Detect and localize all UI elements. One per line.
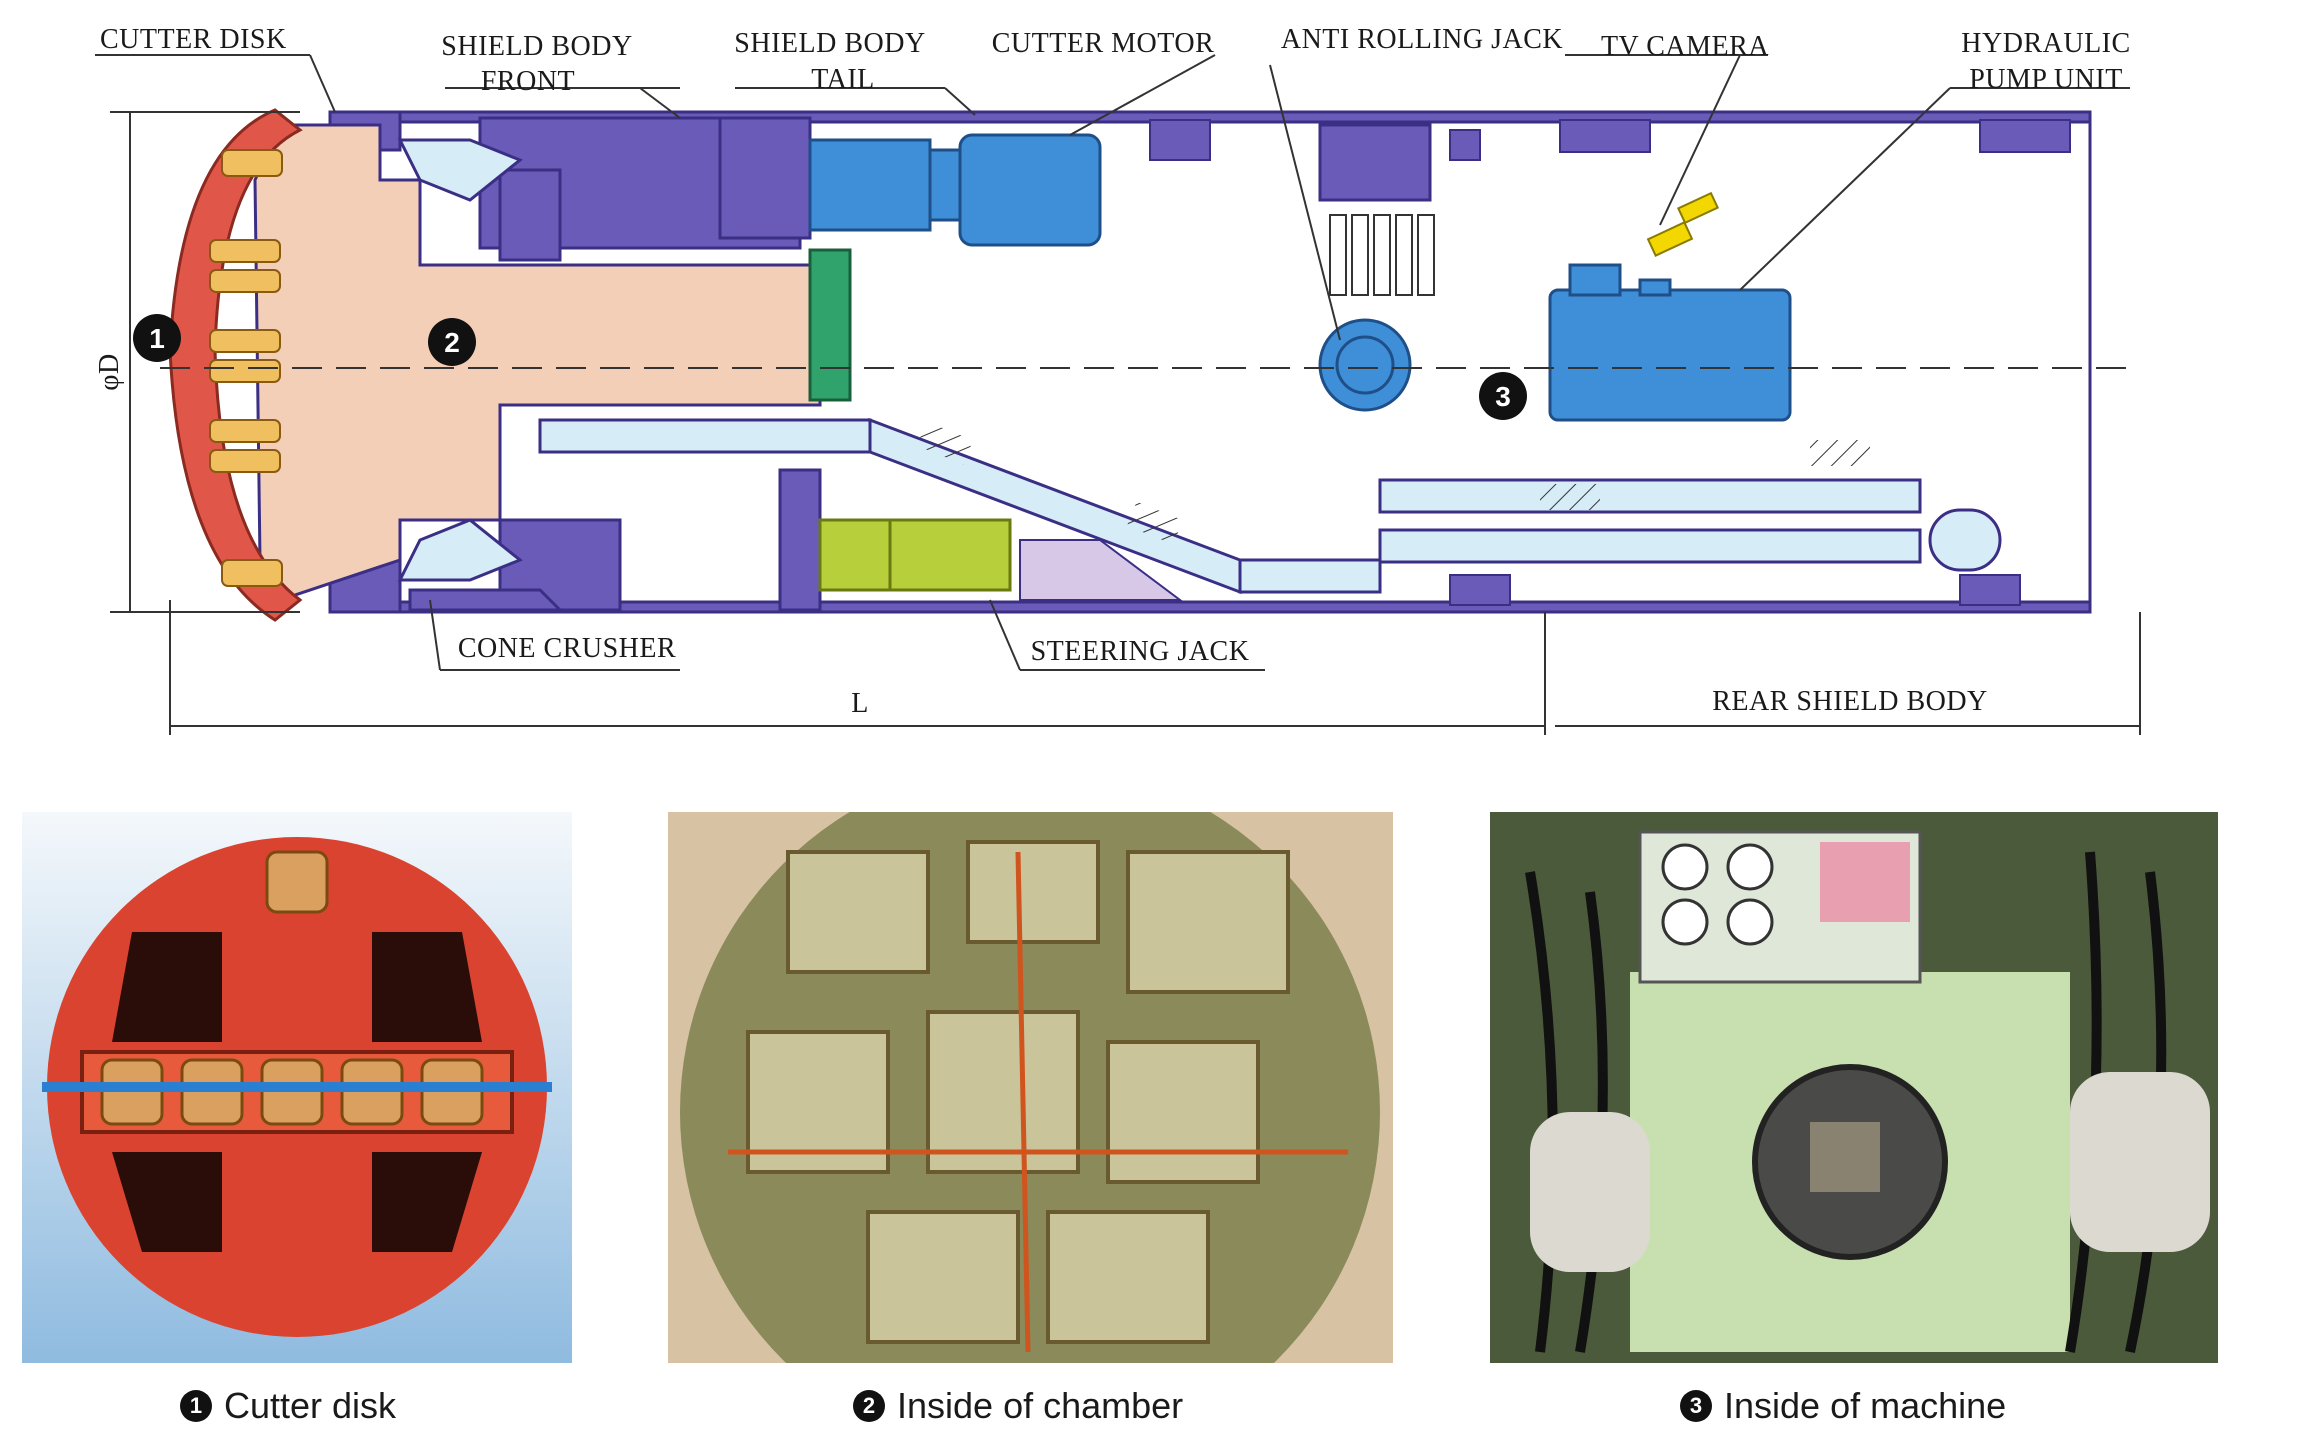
rear-shield-parts (1149, 119, 2071, 606)
hydraulic-pump-unit (1548, 263, 1792, 422)
caption-inside-chamber: 2 Inside of chamber (853, 1384, 1183, 1428)
label-tv-camera: TV CAMERA (1601, 31, 1769, 62)
caption-number-1: 1 (180, 1390, 212, 1422)
label-shield-front-1: SHIELD BODY (441, 31, 632, 62)
label-cutter-motor: CUTTER MOTOR (992, 28, 1215, 59)
label-cutter-disk: CUTTER DISK (100, 24, 287, 55)
discharge-pipes (538, 417, 2002, 595)
label-length: L (851, 688, 869, 719)
marker-1: 1 (133, 314, 181, 362)
tv-camera (1646, 191, 1720, 257)
label-shield-tail-1: SHIELD BODY (734, 28, 925, 59)
caption-text-2: Inside of chamber (897, 1385, 1184, 1426)
label-shield-tail-2: TAIL (811, 64, 875, 95)
caption-inside-machine: 3 Inside of machine (1680, 1384, 2006, 1428)
photo-cutter-disk (22, 812, 572, 1363)
dimension-lines (110, 111, 2141, 735)
cutter-motor (808, 133, 1102, 247)
label-steering-jack: STEERING JACK (1031, 636, 1250, 667)
cone-crusher (397, 138, 564, 612)
tbm-cross-section-diagram: CUTTER DISK SHIELD BODY FRONT SHIELD BOD… (94, 24, 2141, 735)
caption-cutter-disk: 1 Cutter disk (180, 1384, 396, 1428)
leader-lines (95, 54, 2130, 671)
cutter-disk (168, 108, 303, 622)
caption-text-1: Cutter disk (224, 1385, 397, 1426)
label-rear-shield-body: REAR SHIELD BODY (1712, 686, 1988, 717)
marker-3: 3 (1479, 372, 1527, 420)
label-anti-rolling-jack: ANTI ROLLING JACK (1281, 24, 1563, 55)
marker-2: 2 (428, 318, 476, 366)
caption-number-3: 3 (1680, 1390, 1712, 1422)
green-gate (808, 248, 852, 402)
steering-jack (818, 518, 1183, 601)
svg-text:2: 2 (444, 327, 460, 358)
photo-inside-chamber (668, 812, 1393, 1363)
svg-text:1: 1 (149, 323, 165, 354)
caption-text-3: Inside of machine (1724, 1385, 2007, 1426)
label-shield-front-2: FRONT (481, 66, 575, 97)
label-hydraulic-2: PUMP UNIT (1969, 64, 2123, 95)
svg-text:3: 3 (1495, 381, 1511, 412)
label-cone-crusher: CONE CRUSHER (458, 633, 676, 664)
photo-inside-machine (1490, 812, 2218, 1363)
anti-rolling-jack (1318, 123, 1435, 412)
pipe-hatching (916, 421, 1870, 545)
label-hydraulic-1: HYDRAULIC (1961, 28, 2130, 59)
caption-number-2: 2 (853, 1390, 885, 1422)
label-diameter: φD (94, 353, 125, 390)
